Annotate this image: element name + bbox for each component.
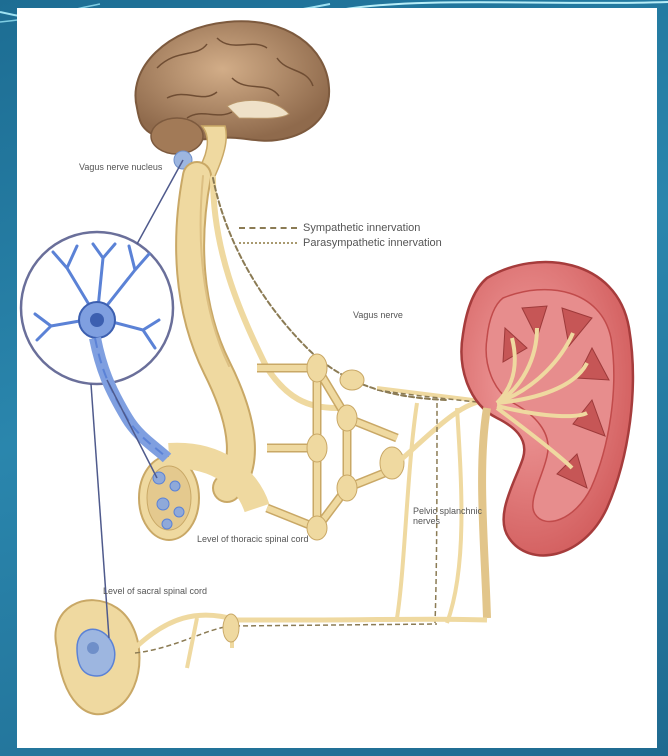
illustration-panel: Vagus nerve nucleus Vagus nerve Level of… [17, 8, 657, 748]
dotted-line-swatch [239, 242, 297, 244]
legend: Sympathetic innervation Parasympathetic … [239, 220, 442, 250]
legend-sympathetic: Sympathetic innervation [239, 220, 442, 235]
sacral-spinal-cord [55, 600, 487, 714]
label-thoracic: Level of thoracic spinal cord [197, 534, 309, 544]
label-vagus-nerve: Vagus nerve [353, 310, 403, 320]
label-splanchnic: Pelvic splanchnic nerves [413, 506, 485, 526]
dashed-line-swatch [239, 227, 297, 229]
label-sacral: Level of sacral spinal cord [103, 586, 207, 596]
legend-sympathetic-label: Sympathetic innervation [303, 222, 420, 234]
legend-parasympathetic-label: Parasympathetic innervation [303, 237, 442, 249]
kidney [461, 262, 632, 618]
brain [135, 21, 329, 176]
thoracic-spinal-cord [139, 456, 257, 540]
innervation-diagram [17, 8, 657, 748]
cerebellum [151, 118, 203, 154]
label-vagus-nucleus: Vagus nerve nucleus [79, 162, 162, 172]
legend-parasympathetic: Parasympathetic innervation [239, 235, 442, 250]
neuron-inset [21, 232, 173, 458]
